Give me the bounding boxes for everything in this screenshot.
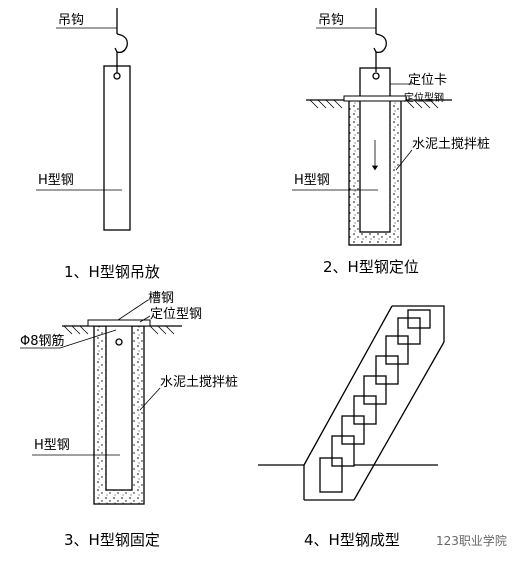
hook-icon bbox=[372, 8, 387, 80]
positioning-steel-label: 定位型钢 bbox=[404, 91, 444, 104]
caption-2: 2、H型钢定位 bbox=[323, 258, 419, 276]
rebar-label: Φ8钢筋 bbox=[20, 333, 65, 349]
caption-3: 3、H型钢固定 bbox=[64, 531, 160, 549]
channel-steel bbox=[87, 319, 151, 327]
watermark: 123职业学院 bbox=[436, 533, 507, 548]
h-steel bbox=[103, 65, 131, 231]
panel-2-positioning: 吊钩 定位卡 定位型钢 水泥土搅拌桩 H型钢 2、H型钢定位 bbox=[292, 8, 490, 276]
positioning-steel bbox=[343, 95, 407, 102]
h-steel-label: H型钢 bbox=[34, 438, 70, 453]
hook-label: 吊钩 bbox=[58, 13, 84, 28]
panel-4-formed: 4、H型钢成型 123职业学院 bbox=[258, 305, 507, 549]
positioning-steel-label: 定位型钢 bbox=[150, 307, 202, 322]
pile-label: 水泥土搅拌桩 bbox=[412, 136, 490, 152]
h-steel bbox=[359, 67, 391, 233]
clamp-label: 定位卡 bbox=[408, 73, 447, 88]
caption-1: 1、H型钢吊放 bbox=[64, 263, 160, 281]
panel-1-hoisting: 吊钩 H型钢 1、H型钢吊放 bbox=[36, 8, 160, 281]
pile-label: 水泥土搅拌桩 bbox=[160, 374, 238, 390]
h-steel-units bbox=[319, 309, 431, 493]
channel-label: 槽钢 bbox=[148, 291, 174, 306]
hook-label: 吊钩 bbox=[318, 13, 344, 28]
h-steel-label: H型钢 bbox=[294, 173, 330, 188]
panel-3-fixing: 槽钢 定位型钢 Φ8钢筋 水泥土搅拌桩 H型钢 3、H型钢固定 bbox=[20, 291, 238, 549]
hook-icon bbox=[113, 8, 128, 80]
caption-4: 4、H型钢成型 bbox=[304, 531, 400, 549]
ground-hatch bbox=[63, 325, 175, 335]
h-steel bbox=[105, 325, 133, 491]
h-steel-label: H型钢 bbox=[38, 173, 74, 188]
ground-hatch bbox=[309, 99, 439, 109]
